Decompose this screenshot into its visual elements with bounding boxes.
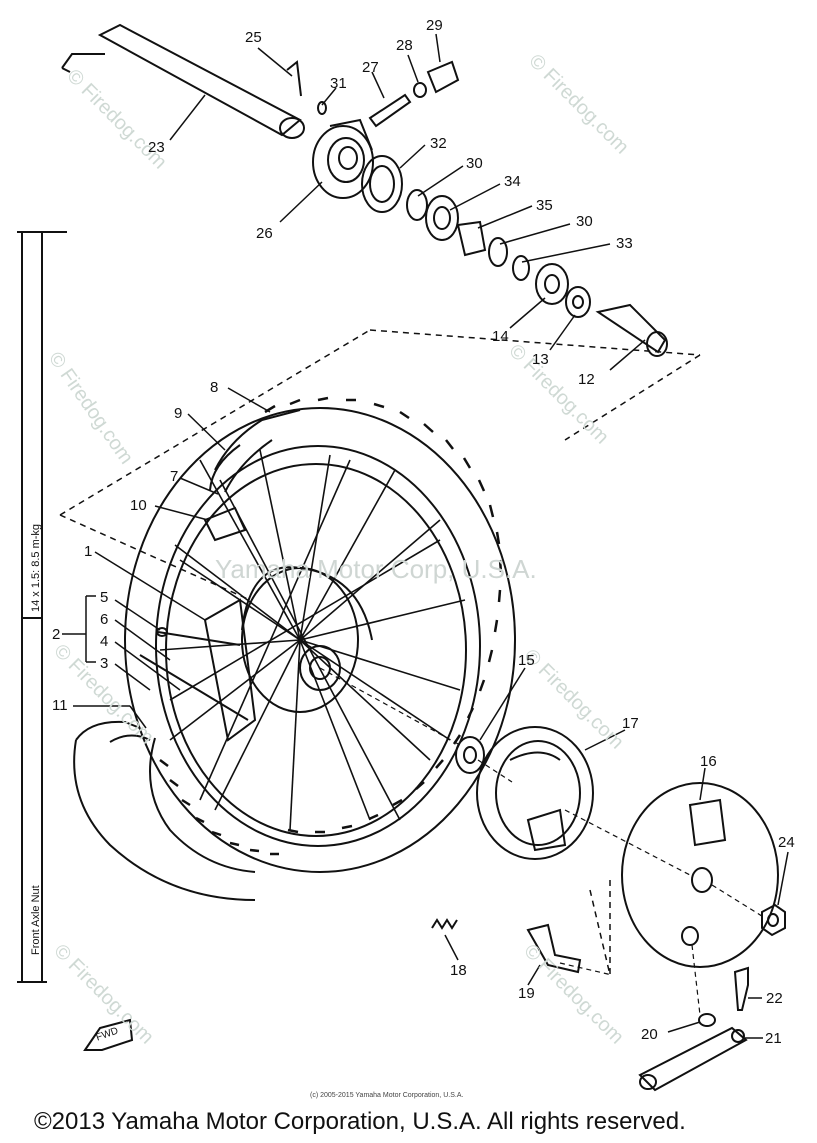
brake-spring — [431, 918, 458, 930]
part-number-21: 21 — [765, 1030, 782, 1047]
speedo-gear-unit — [312, 118, 374, 199]
part-number-23: 23 — [148, 139, 165, 156]
axle-nut — [761, 903, 786, 937]
part-number-20: 20 — [641, 1026, 658, 1043]
small-copyright: (c) 2005-2015 Yamaha Motor Corporation, … — [310, 1092, 464, 1099]
part-number-19: 19 — [518, 985, 535, 1002]
part-number-30-lower: 30 — [576, 213, 593, 230]
drive-gear-parts — [286, 60, 460, 128]
part-number-33: 33 — [616, 235, 633, 252]
part-number-14: 14 — [492, 328, 509, 345]
part-number-34: 34 — [504, 173, 521, 190]
part-number-30-upper: 30 — [466, 155, 483, 172]
footer-copyright: ©2013 Yamaha Motor Corporation, U.S.A. A… — [34, 1108, 686, 1135]
fwd-arrow — [83, 1018, 134, 1051]
spokes — [159, 449, 466, 831]
hub-bearing-stack — [361, 155, 591, 318]
spoke-parts — [139, 627, 249, 721]
axle-spec-bar — [17, 231, 67, 983]
brake-cam — [526, 923, 582, 974]
part-number-5: 5 — [100, 589, 109, 606]
part-number-16: 16 — [700, 753, 717, 770]
rim-band — [203, 409, 301, 542]
part-number-29: 29 — [426, 17, 443, 34]
leader-lines — [62, 33, 789, 1039]
tire-tread — [159, 396, 503, 856]
part-number-11: 11 — [52, 697, 68, 714]
part-number-9: 9 — [174, 405, 183, 422]
part-number-13: 13 — [532, 351, 549, 368]
part-number-26: 26 — [256, 225, 273, 242]
part-number-15: 15 — [518, 652, 535, 669]
part-number-22: 22 — [766, 990, 783, 1007]
part-number-28: 28 — [396, 37, 413, 54]
part-number-3: 3 — [100, 655, 109, 672]
part-number-32: 32 — [430, 135, 447, 152]
part-number-35: 35 — [536, 197, 553, 214]
part-number-12: 12 — [578, 371, 595, 388]
part-number-31: 31 — [330, 75, 347, 92]
brake-plate — [621, 782, 779, 968]
brake-shoes — [476, 726, 594, 860]
part-number-17: 17 — [622, 715, 639, 732]
assembly-lines — [319, 667, 766, 1016]
axle — [61, 23, 305, 139]
part-number-27: 27 — [362, 59, 379, 76]
part-number-6: 6 — [100, 611, 109, 628]
wheel-bearing — [455, 736, 485, 774]
part-number-1: 1 — [84, 543, 93, 560]
center-watermark: Yamaha Motor Corp, U.S.A. — [215, 554, 537, 584]
torque-spec: 14 x 1.5: 8.5 m-kg — [30, 523, 42, 612]
part-number-2: 2 — [52, 626, 61, 643]
part-number-25: 25 — [245, 29, 262, 46]
tire-section — [73, 720, 256, 901]
part-number-24: 24 — [778, 834, 795, 851]
part-number-10: 10 — [130, 497, 147, 514]
part-number-18: 18 — [450, 962, 467, 979]
part-number-8: 8 — [210, 379, 219, 396]
part-number-4: 4 — [100, 633, 109, 650]
axle-nut-label: Front Axle Nut — [30, 885, 42, 955]
dashed-boundary — [59, 329, 701, 976]
part-number-7: 7 — [170, 468, 179, 485]
spacer-tube — [595, 303, 668, 357]
brake-arm — [638, 966, 749, 1092]
